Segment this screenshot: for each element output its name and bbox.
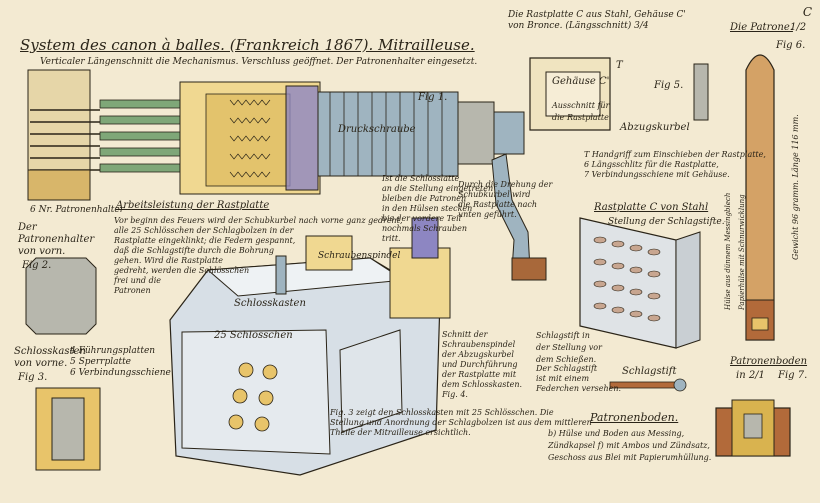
die-patrone-label: Die Patrone. <box>730 22 793 33</box>
schlosskasten-label: Schlosskasten <box>234 298 306 309</box>
fig7-scale-label: in 2/1 <box>736 370 765 381</box>
ausschnitt-label: Ausschnitt für die Rastplatte <box>552 101 610 122</box>
page-title: System des canon à balles. (Frankreich 1… <box>20 36 475 54</box>
fig6-label: Fig 6. <box>776 40 806 51</box>
bottom-long-note: Fig. 3 zeigt den Schlosskasten mit 25 Sc… <box>330 408 592 437</box>
patronenboden-heading: Patronenboden. <box>590 411 679 424</box>
fig1-label: Fig 1. <box>418 92 448 103</box>
patrone-vertical-note-1: Gewicht 96 gramm. Länge 116 mm. <box>791 114 800 260</box>
fig5-under-note: T Handgriff zum Einschieben der Rastplat… <box>584 150 766 179</box>
lock-holes <box>228 362 278 432</box>
fig5-T-label: T <box>616 60 623 71</box>
schlosschen-count-label: 25 Schlösschen <box>214 330 293 341</box>
center-lockbox <box>169 217 451 476</box>
patrone-scale-label: 1/2 <box>790 22 807 33</box>
fig6-cartridge <box>745 54 775 341</box>
fig7-label: Fig 7. <box>778 370 808 381</box>
patronenhalter-label: Der Patronenhalter von vorn. <box>18 222 95 257</box>
patronenboden-notes: b) Hülse und Boden aus Messing,Zündkapse… <box>548 429 712 462</box>
schlagstift-label: Schlagstift <box>622 366 677 377</box>
gehaeuse-top-note: Die Rastplatte C aus Stahl, Gehäuse C'vo… <box>508 10 686 31</box>
schlagstift-position-label: Schlagstift in der Stellung vor dem Schi… <box>536 331 602 364</box>
fig3-lockbox-front <box>35 387 101 471</box>
fig5-label: Fig 5. <box>654 80 684 91</box>
stellung-label: Stellung der Schlagstifte. <box>608 217 725 227</box>
patronenhalter-number-label: 6 Nr. Patronenhalter <box>30 205 125 215</box>
schlosskasten-front-label: Schlosskasten von vorne. <box>14 346 86 369</box>
fig3-label: Fig 3. <box>18 372 48 383</box>
schraubenspindel-label: Schraubenspindel <box>318 251 401 261</box>
druckschraube-label: Druckschraube <box>338 124 416 135</box>
firing-pin <box>609 378 687 392</box>
fig2-label: Fig 2. <box>22 260 52 271</box>
fig7-heading: Patronenboden <box>730 356 808 367</box>
fig2-cartridge-holder <box>25 257 97 335</box>
page-corner-letter: C <box>802 5 812 19</box>
section-subtitle: Verticaler Längenschnitt die Mechanismus… <box>40 57 478 67</box>
patrone-vertical-note-3: Hülse aus dünnem Messingblech <box>724 192 732 310</box>
gehaeuse-label: Gehäuse C' <box>552 76 610 87</box>
arbeitsleistung-heading: Arbeitsleistung der Rastplatte <box>116 200 270 211</box>
patrone-vertical-note-2: Papierhülse mit Schnurwicklung <box>738 194 746 310</box>
rastplatte-plate <box>579 217 701 349</box>
rastplatte-label: Rastplatte C von Stahl <box>594 202 709 213</box>
fig7-cartridge-base <box>715 399 791 457</box>
fig5-housing <box>529 57 709 131</box>
fig1-section <box>27 69 547 281</box>
arbeitsleistung-note: Vor beginn des Feuers wird der Schubkurb… <box>114 216 403 295</box>
abzugkurbel-label: Abzugskurbel <box>620 122 690 133</box>
